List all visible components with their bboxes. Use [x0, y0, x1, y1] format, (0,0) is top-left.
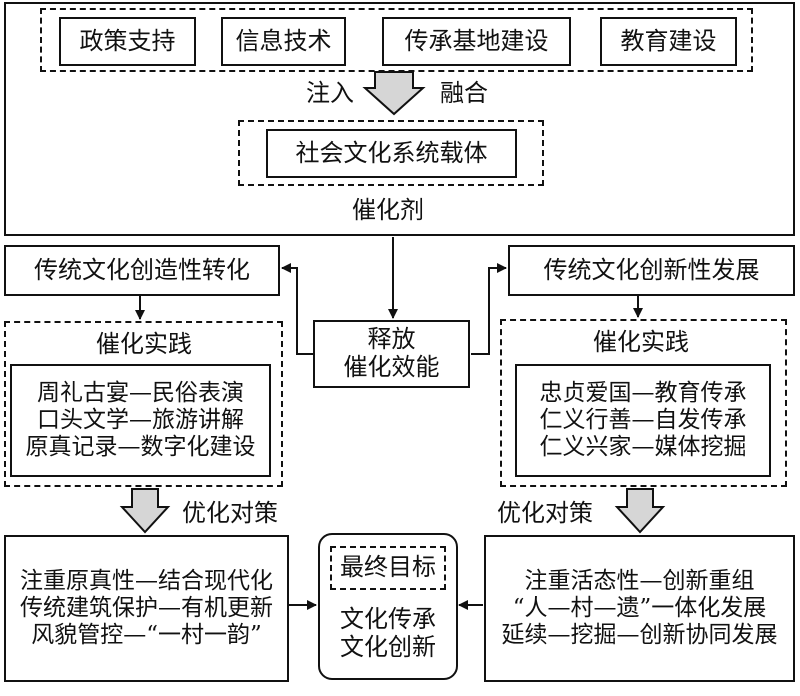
right-practice-item: 忠贞爱国—教育传承: [539, 379, 747, 406]
goal-line-1: 文化传承: [340, 605, 436, 634]
right-strategy-item: “人—村—遗”一体化发展: [512, 594, 767, 621]
left-practice-item: 周礼古宴—民俗表演: [37, 379, 244, 406]
final-goal-box: [318, 533, 458, 680]
left-strategy-item: 风貌管控—“一村一韵”: [31, 622, 262, 649]
release-line-2: 催化效能: [343, 353, 440, 381]
label-inject: 注入: [306, 79, 354, 107]
left-practice-title: 催化实践: [96, 330, 192, 358]
left-practice-item: 口头文学—旅游讲解: [37, 406, 244, 433]
input-education: 教育建设: [600, 17, 737, 66]
right-strategy-list: 注重活态性—创新重组 “人—村—遗”一体化发展 延续—挖掘—创新协同发展: [484, 535, 795, 682]
arrow-release-to-left-title: [281, 263, 313, 355]
left-strategy-list: 注重原真性—结合现代化 传统建筑保护—有机更新 风貌管控—“一村一韵”: [4, 535, 289, 682]
hollow-arrow-right: [614, 488, 666, 534]
right-practice-item: 仁义行善—自发传承: [539, 406, 747, 433]
left-optimize-label: 优化对策: [182, 499, 278, 527]
top-frame: [4, 2, 795, 236]
right-strategy-item: 延续—挖掘—创新协同发展: [501, 622, 778, 649]
release-catalytic-efficacy: 释放 催化效能: [313, 320, 470, 388]
inputs-group: [40, 8, 753, 72]
final-goal-text: 文化传承 文化创新: [320, 602, 456, 666]
left-title-creative-transformation: 传统文化创造性转化: [4, 245, 280, 296]
goal-line-2: 文化创新: [340, 633, 436, 661]
label-fuse: 融合: [440, 79, 488, 107]
right-practice-title: 催化实践: [593, 328, 689, 356]
catalyst-label: 催化剂: [352, 196, 424, 224]
social-culture-carrier: 社会文化系统载体: [266, 129, 517, 178]
final-goal-title: 最终目标: [330, 546, 446, 590]
left-strategy-item: 传统建筑保护—有机更新: [20, 594, 273, 621]
right-title-innovative-development: 传统文化创新性发展: [508, 245, 795, 296]
right-practice-group: [500, 319, 787, 487]
right-optimize-label: 优化对策: [497, 499, 593, 527]
release-line-1: 释放: [367, 325, 416, 354]
hollow-arrow-top: [362, 71, 426, 116]
input-policy-support: 政策支持: [59, 17, 196, 66]
left-strategy-item: 注重原真性—结合现代化: [20, 567, 273, 594]
left-practice-list: 周礼古宴—民俗表演 口头文学—旅游讲解 原真记录—数字化建设: [10, 364, 271, 477]
input-heritage-base: 传承基地建设: [382, 17, 571, 66]
left-practice-group: [4, 321, 283, 487]
right-strategy-item: 注重活态性—创新重组: [524, 567, 755, 594]
carrier-group: [238, 120, 544, 186]
hollow-arrow-left: [119, 488, 171, 534]
right-practice-item: 仁义兴家—媒体挖掘: [539, 434, 747, 461]
right-practice-list: 忠贞爱国—教育传承 仁义行善—自发传承 仁义兴家—媒体挖掘: [515, 364, 771, 477]
left-practice-item: 原真记录—数字化建设: [25, 434, 256, 461]
arrow-release-to-right-title: [471, 263, 507, 355]
input-info-tech: 信息技术: [221, 17, 346, 66]
